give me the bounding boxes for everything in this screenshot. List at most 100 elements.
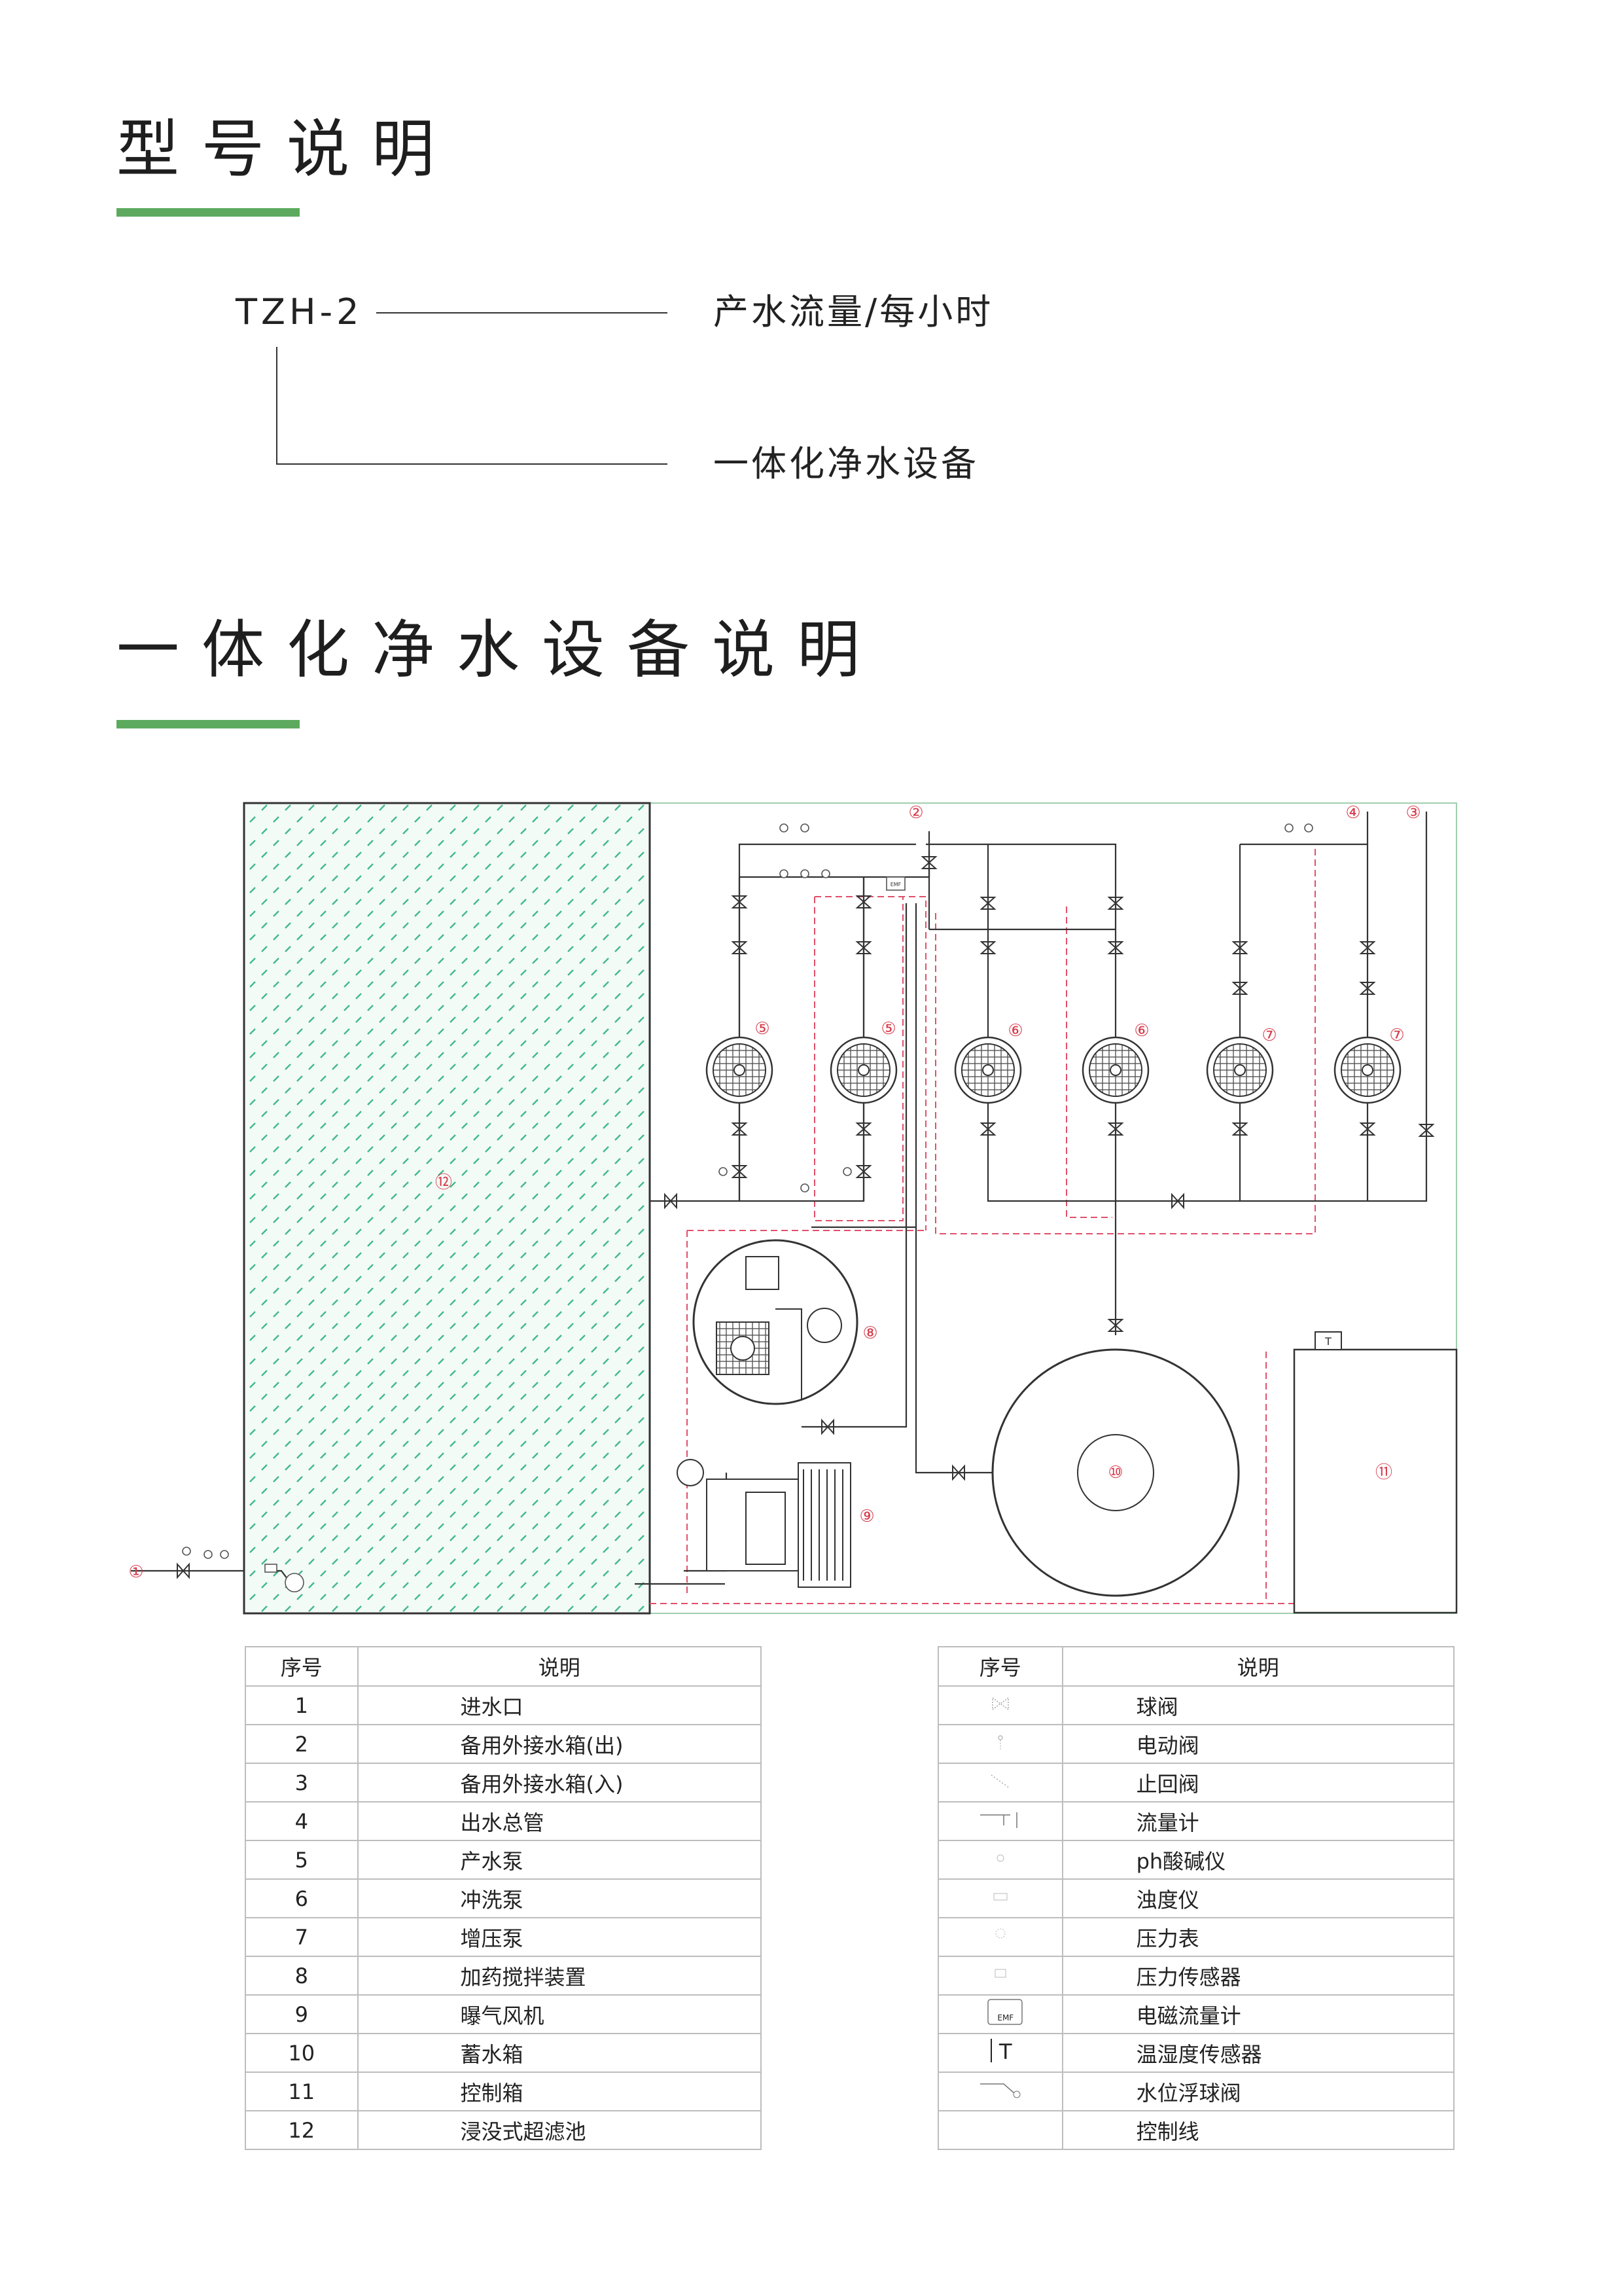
legend-right-header-symbol: 序号	[938, 1646, 1063, 1687]
pressure-sensor-icon	[987, 1964, 1014, 1989]
storage-tank	[991, 1348, 1240, 1597]
legend-left-desc: 曝气风机	[357, 1994, 762, 2034]
legend-right-symbol	[938, 1956, 1063, 1996]
control-line-icon	[981, 2119, 1020, 2144]
legend-right-symbol	[938, 1724, 1063, 1764]
legend-left-no: 8	[245, 1956, 359, 1996]
equipment-section-title: 一体化净水设备说明	[116, 613, 882, 687]
legend-right-desc: 电磁流量计	[1061, 1994, 1455, 2034]
legend-right-header-desc: 说明	[1061, 1646, 1455, 1687]
callout-7b: ⑦	[1389, 1026, 1404, 1045]
pump-branch-valves	[732, 895, 1375, 1178]
flowmeter-icon	[978, 1810, 1023, 1835]
aeration-blower	[677, 1459, 851, 1588]
legend-left-desc: 加药搅拌装置	[357, 1956, 762, 1996]
legend-left-no: 10	[245, 2033, 359, 2073]
callout-5a: ⑤	[754, 1019, 769, 1039]
legend-right-row: 压力表	[938, 1917, 1455, 1957]
legend-right-desc: 流量计	[1061, 1801, 1455, 1841]
legend-left-no: 7	[245, 1917, 359, 1957]
legend-right-row: 浊度仪	[938, 1878, 1455, 1918]
legend-left-no: 12	[245, 2110, 359, 2150]
legend-right-desc: 球阀	[1061, 1685, 1455, 1725]
legend-left-desc: 出水总管	[357, 1801, 762, 1841]
legend-right-row: EMF 电磁流量计	[938, 1994, 1455, 2034]
legend-right-row: 流量计	[938, 1801, 1455, 1841]
legend-right-desc: 压力表	[1061, 1917, 1455, 1957]
legend-symbol-label: T	[999, 2039, 1012, 2064]
legend-left-no: 9	[245, 1994, 359, 2034]
legend-left-desc: 增压泵	[357, 1917, 762, 1957]
legend-right-symbol	[938, 1801, 1063, 1841]
callout-5b: ⑤	[881, 1019, 896, 1039]
legend-right-symbol	[938, 1763, 1063, 1803]
callout-9: ⑨	[859, 1507, 874, 1526]
legend-right-symbol	[938, 1840, 1063, 1880]
float-valve-icon	[978, 2080, 1023, 2105]
legend-left-desc: 产水泵	[357, 1840, 762, 1880]
callout-3: ③	[1405, 803, 1421, 823]
ph-meter-icon	[987, 1848, 1014, 1873]
legend-right-symbol	[938, 1685, 1063, 1725]
legend-right-desc: 温湿度传感器	[1061, 2033, 1455, 2073]
legend-left-desc: 备用外接水箱(出)	[357, 1724, 762, 1764]
model-label-flow: 产水流量/每小时	[713, 291, 994, 332]
legend-right-desc: 水位浮球阀	[1061, 2072, 1455, 2111]
control-box	[1293, 1348, 1458, 1614]
legend-left-desc: 浸没式超滤池	[357, 2110, 762, 2150]
legend-right-symbol	[938, 2110, 1063, 2150]
model-leader-line-top	[376, 312, 667, 314]
pressure-gauge-icon	[987, 1926, 1014, 1950]
legend-right-desc: 控制线	[1061, 2110, 1455, 2150]
legend-left-no: 11	[245, 2072, 359, 2111]
dosing-mixer	[692, 1239, 858, 1405]
legend-left-no: 6	[245, 1878, 359, 1918]
electric-valve-icon	[987, 1732, 1014, 1757]
legend-left-no: 3	[245, 1763, 359, 1803]
gauges	[182, 823, 1313, 1592]
legend-left-desc: 备用外接水箱(入)	[357, 1763, 762, 1803]
ball-valve-icon	[987, 1694, 1014, 1719]
legend-right-desc: 浊度仪	[1061, 1878, 1455, 1918]
thermo-sensor-box	[1315, 1331, 1342, 1350]
model-code: TZH-2	[236, 291, 363, 332]
legend-left-desc: 进水口	[357, 1685, 762, 1725]
legend-left-desc: 蓄水箱	[357, 2033, 762, 2073]
legend-right-symbol: EMF	[938, 1994, 1063, 2034]
legend-left-header-no: 序号	[245, 1646, 359, 1687]
legend-right-row: 止回阀	[938, 1763, 1455, 1803]
model-leader-line-bottom	[276, 463, 667, 465]
thermo-sensor-label: T	[1324, 1335, 1332, 1348]
legend-left-no: 2	[245, 1724, 359, 1764]
callout-10: ⑩	[1108, 1463, 1123, 1482]
legend-right-symbol	[938, 1917, 1063, 1957]
thermo-hygro-sensor-icon	[989, 2037, 994, 2069]
control-lines	[650, 848, 1316, 1604]
model-title-underline	[116, 208, 300, 217]
legend-right-row: ph酸碱仪	[938, 1840, 1455, 1880]
callout-2: ②	[908, 803, 923, 823]
callout-6b: ⑥	[1134, 1021, 1149, 1041]
legend-symbol-label: EMF	[997, 2013, 1014, 2022]
legend-right-symbol	[938, 1878, 1063, 1918]
legend-left-no: 4	[245, 1801, 359, 1841]
tank-hatch	[245, 804, 648, 1612]
callout-1: ①	[128, 1562, 143, 1582]
equipment-title-underline	[116, 720, 300, 728]
turbidity-meter-icon	[987, 1887, 1014, 1912]
legend-left-header-desc: 说明	[357, 1646, 762, 1687]
callout-7a: ⑦	[1262, 1026, 1277, 1045]
callout-11: ⑪	[1375, 1463, 1392, 1482]
